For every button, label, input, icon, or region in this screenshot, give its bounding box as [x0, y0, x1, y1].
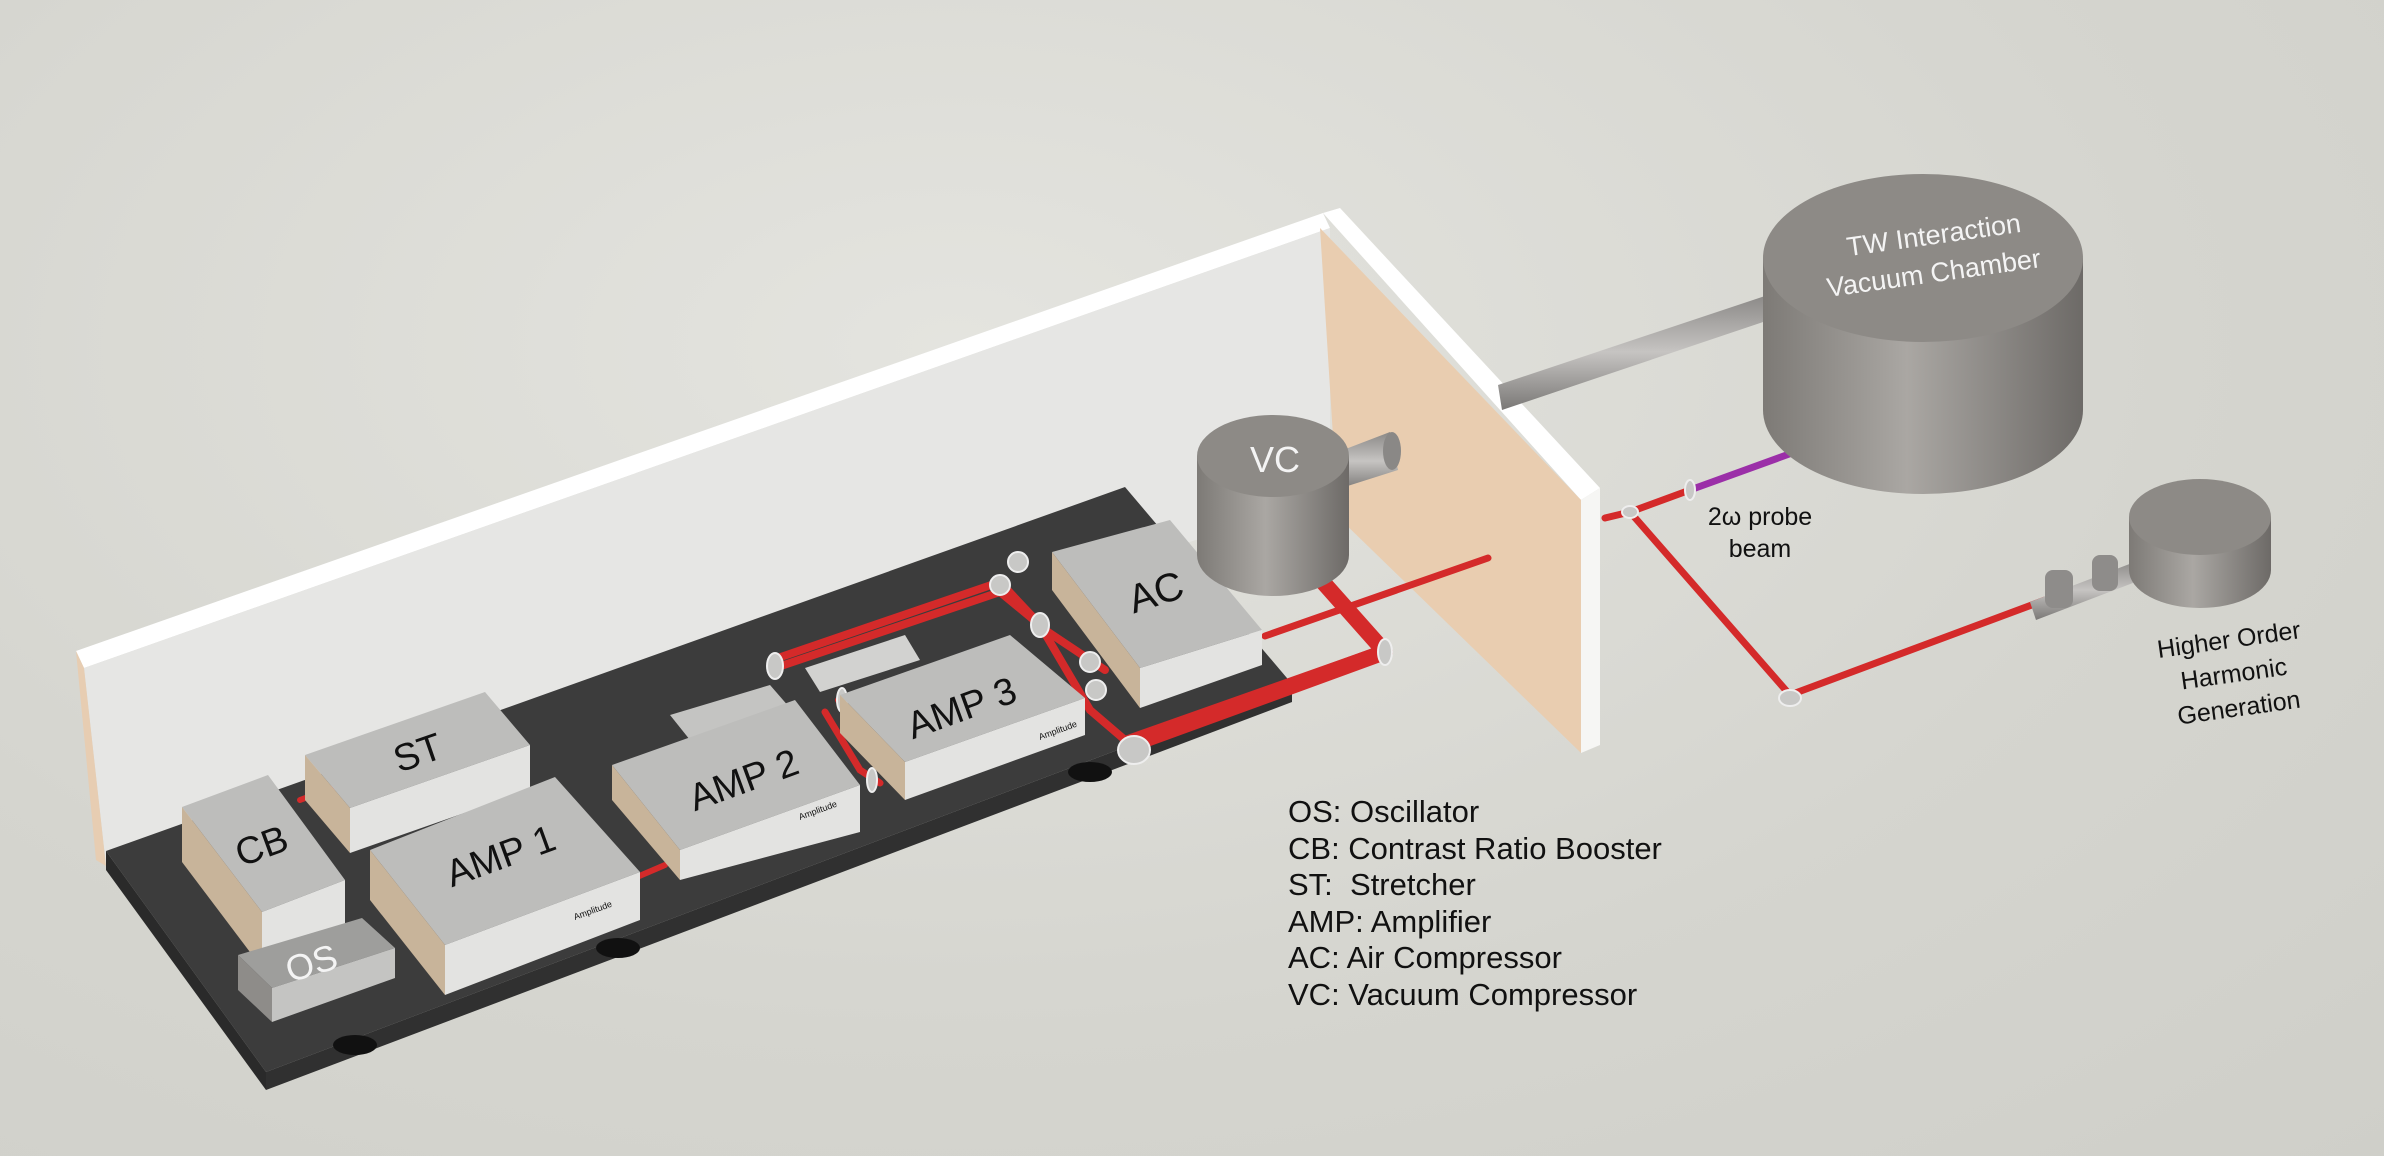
- legend-item: CB: Contrast Ratio Booster: [1288, 830, 1662, 866]
- legend-item: AC: Air Compressor: [1288, 940, 1562, 975]
- beam-pipe: [1498, 294, 1775, 410]
- legend: OS: Oscillator CB: Contrast Ratio Booste…: [1288, 794, 1662, 1013]
- laser-beams: [297, 486, 2049, 928]
- probe-beam-label: 2ω probe beam: [1708, 503, 1812, 563]
- component-ac[interactable]: AC: [1052, 520, 1262, 708]
- svg-text:beam: beam: [1729, 535, 1792, 563]
- component-st[interactable]: ST: [305, 692, 530, 853]
- legend-item: OS: Oscillator: [1288, 794, 1480, 829]
- partition-wall: [1320, 208, 1600, 753]
- hhg-label: Higher Order Harmonic Generation: [2155, 616, 2302, 730]
- component-amp1[interactable]: AMP 1 Amplitude: [370, 777, 640, 995]
- component-amp3[interactable]: AMP 3 Amplitude: [840, 635, 1085, 800]
- component-amp2[interactable]: AMP 2 Amplitude: [612, 700, 860, 880]
- svg-text:2ω probe: 2ω probe: [1708, 503, 1812, 531]
- legend-item: ST: Stretcher: [1288, 867, 1476, 902]
- legend-item: VC: Vacuum Compressor: [1288, 976, 1638, 1012]
- vacuum-compressor[interactable]: VC: [1197, 415, 1401, 596]
- legend-item: AMP: Amplifier: [1288, 903, 1492, 939]
- white-wall: [76, 213, 1330, 866]
- tw-interaction-chamber[interactable]: TW Interaction Vacuum Chamber: [1763, 174, 2083, 494]
- component-cb[interactable]: CB: [182, 775, 345, 968]
- component-os[interactable]: OS: [238, 918, 395, 1022]
- component-amp2-aux: [670, 635, 920, 740]
- mirrors: [766, 479, 1802, 793]
- hhg-chamber[interactable]: [2030, 479, 2271, 620]
- svg-text:VC: VC: [1250, 439, 1300, 480]
